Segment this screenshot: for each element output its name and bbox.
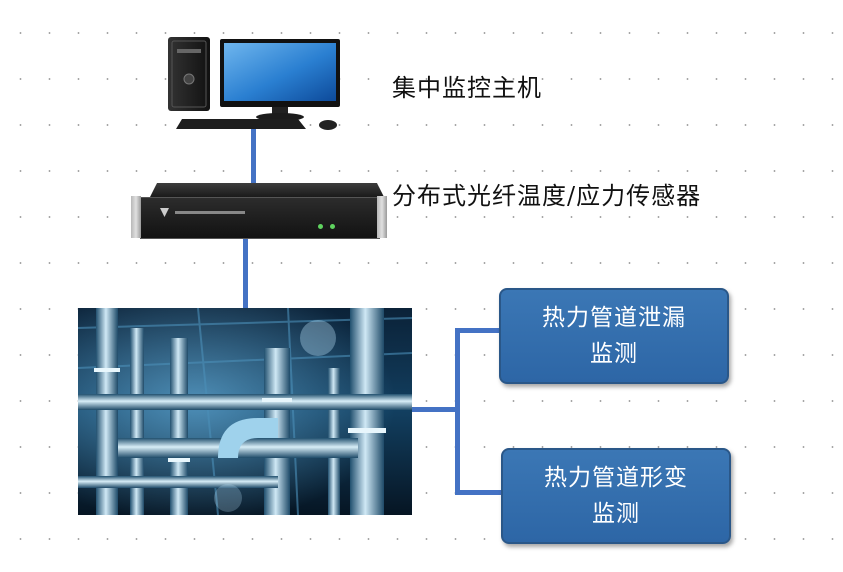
host-label: 集中监控主机 <box>392 74 542 102</box>
leak-monitoring-box: 热力管道泄漏 监测 <box>499 288 729 384</box>
connector-host-sensor <box>251 125 256 191</box>
deformation-monitoring-box: 热力管道形变 监测 <box>501 448 731 544</box>
deformation-monitoring-line1: 热力管道形变 <box>544 465 688 491</box>
leak-monitoring-line2: 监测 <box>590 341 638 367</box>
connector-branch-leak <box>455 328 501 333</box>
connector-pipeline-branch <box>412 407 458 412</box>
connector-sensor-pipeline <box>243 236 248 310</box>
connector-branch-vertical <box>455 328 460 495</box>
industrial-pipeline-photo <box>78 308 412 515</box>
desktop-computer-icon <box>168 37 340 130</box>
connector-branch-deform <box>455 490 503 495</box>
deformation-monitoring-line2: 监测 <box>592 501 640 527</box>
sensor-label: 分布式光纤温度/应力传感器 <box>392 182 702 210</box>
leak-monitoring-line1: 热力管道泄漏 <box>542 305 686 331</box>
